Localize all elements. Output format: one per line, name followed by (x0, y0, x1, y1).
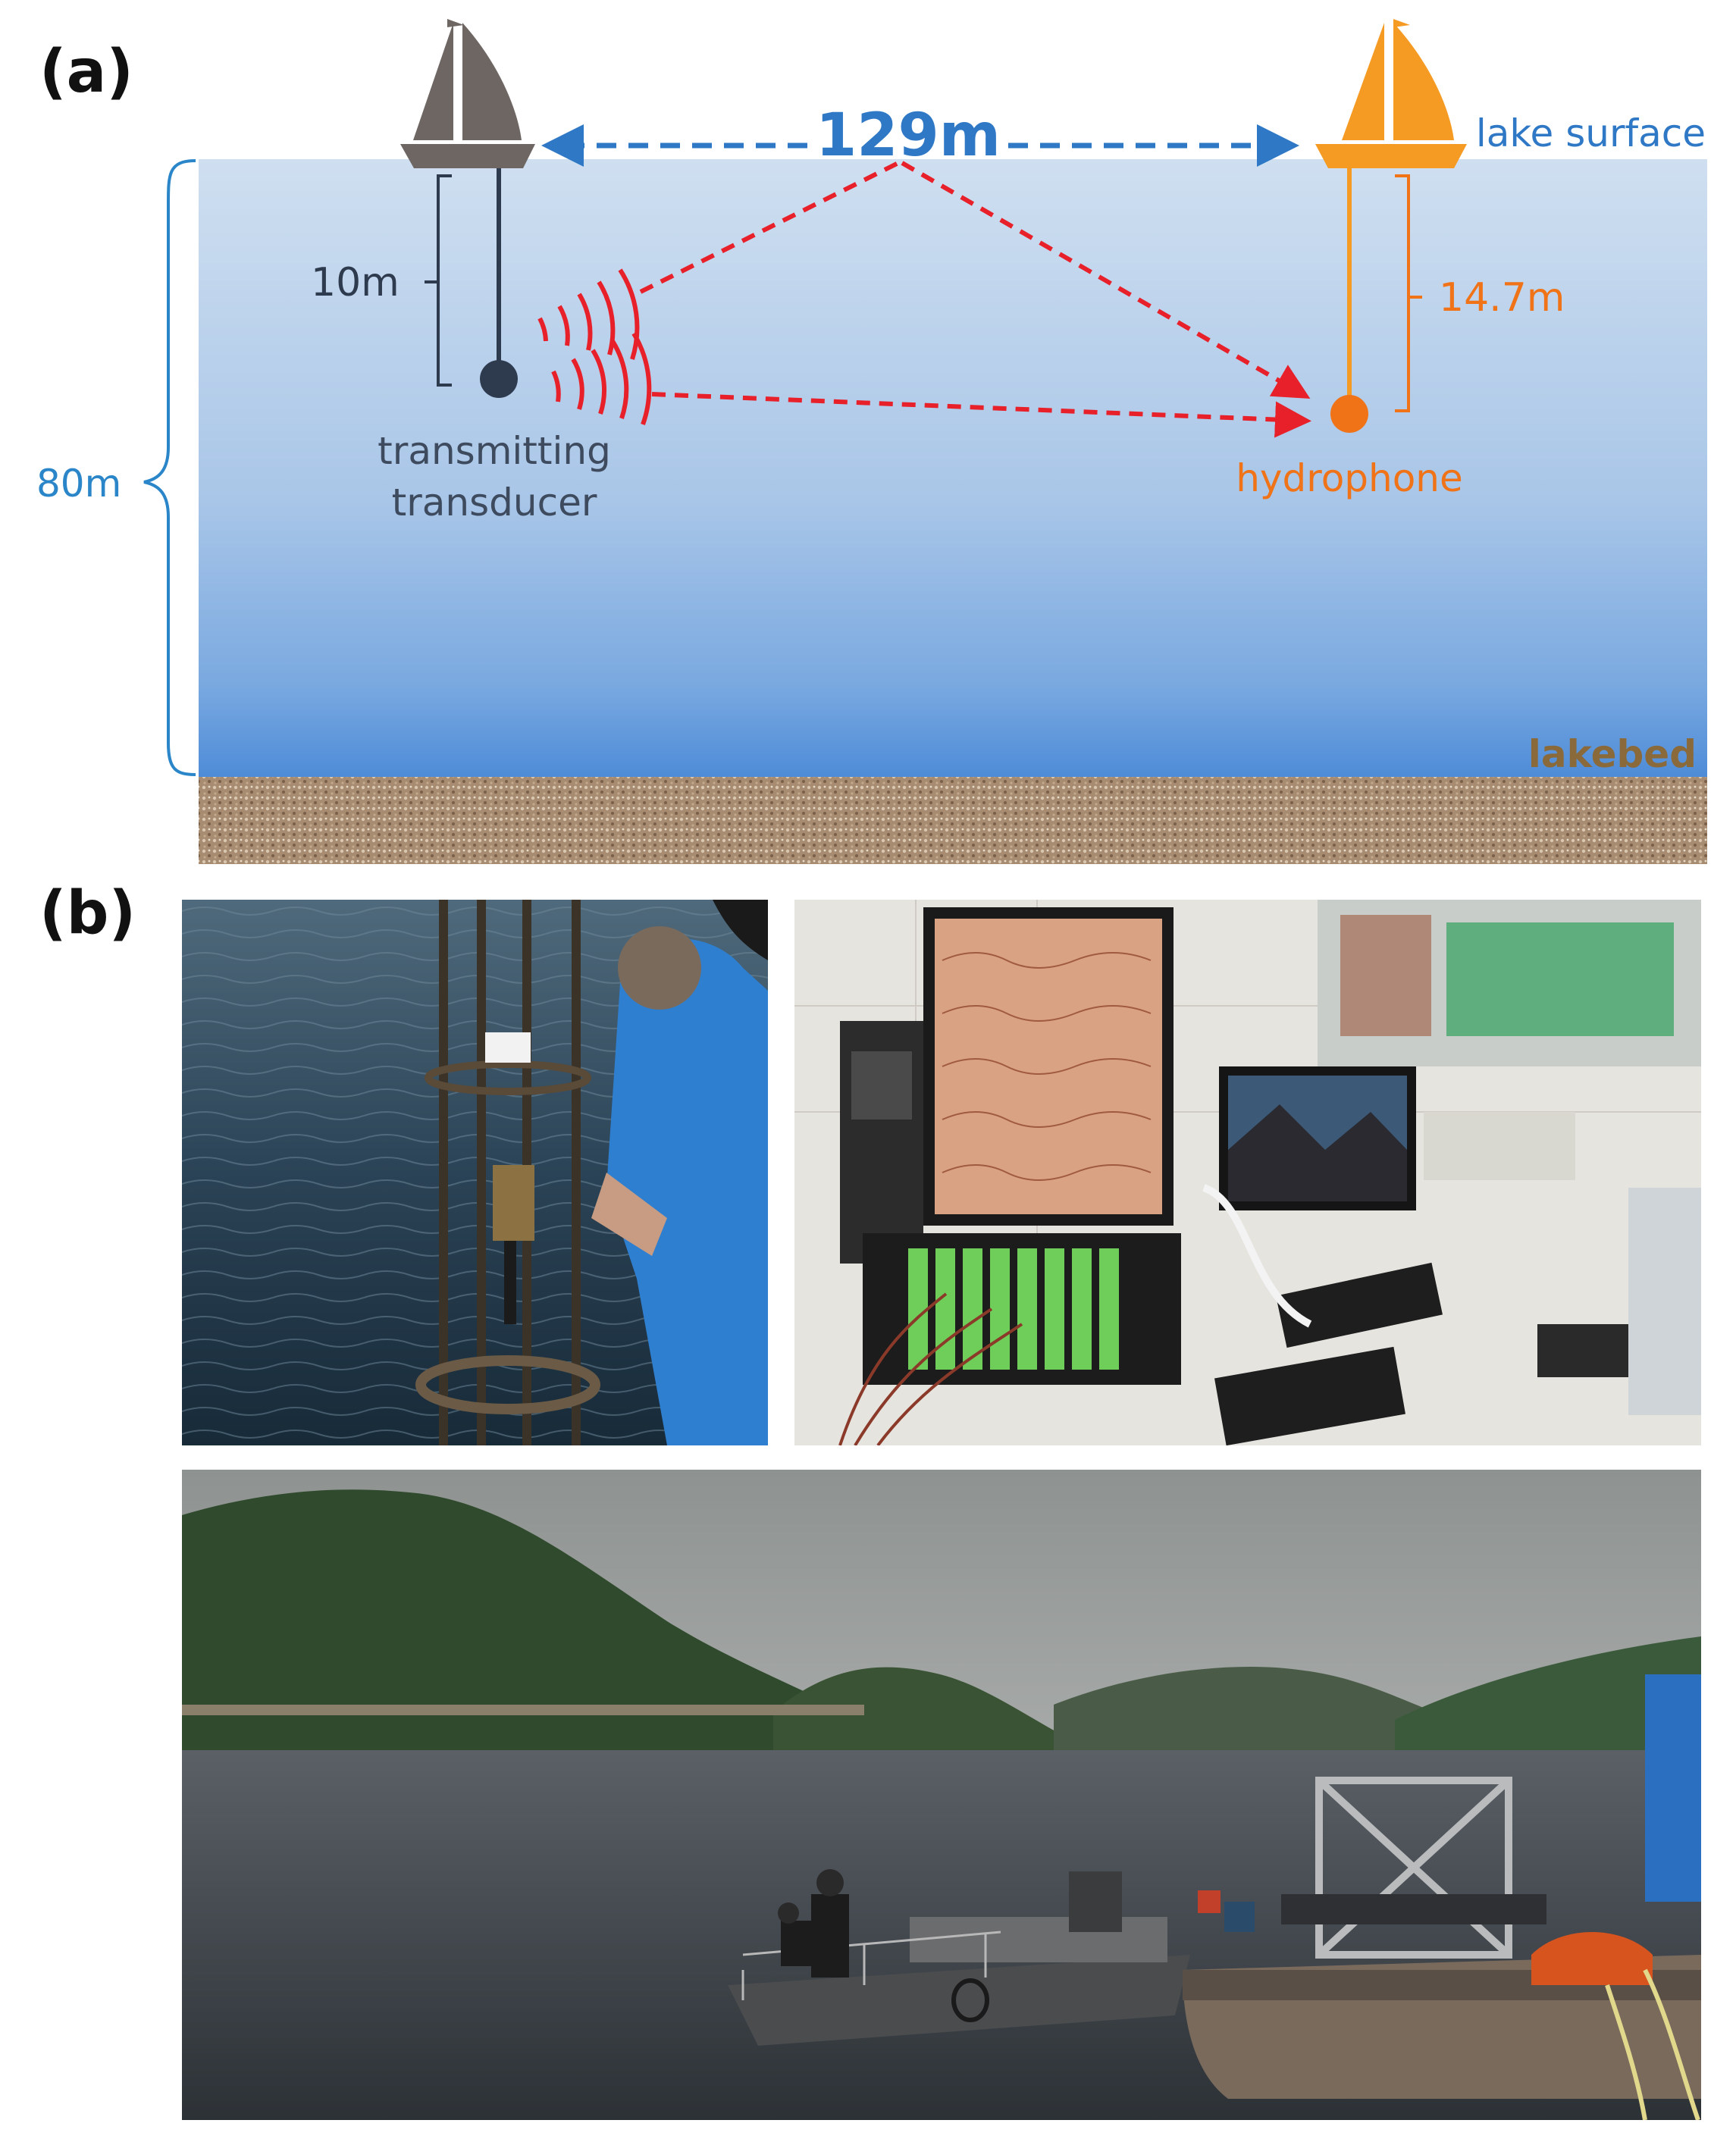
transducer-label-line2: transducer (392, 481, 597, 525)
transmitting-boat-icon (400, 19, 535, 168)
lakebed-sediment (199, 777, 1707, 864)
transducer-depth-bracket (425, 174, 452, 387)
panel-label-a: (a) (39, 38, 133, 106)
direct-path (651, 392, 1311, 438)
acquisition-photo (794, 900, 1701, 1445)
site-photo (182, 1470, 1701, 2120)
transducer-depth-label: 10m (311, 260, 400, 305)
hydrophone-depth-label: 14.7m (1439, 275, 1565, 321)
surface-label: lake surface (1476, 111, 1706, 155)
lakebed-label: lakebed (1528, 732, 1697, 776)
receiving-boat-icon (1315, 19, 1467, 168)
distance-label: 129m (816, 102, 1001, 170)
surface-reflection-path-out (901, 161, 1311, 399)
transducer-icon (480, 360, 518, 398)
hydrophone-depth-bracket (1395, 174, 1422, 412)
depth-label: 80m (36, 462, 121, 506)
panel-label-b: (b) (39, 879, 136, 947)
surface-reflection-path-in (639, 161, 900, 294)
deployment-photo (182, 900, 768, 1445)
lake-water (199, 159, 1707, 777)
experiment-diagram: 80m lake surface lakebed 10m transmittin… (36, 19, 1707, 864)
transducer-label-line1: transmitting (378, 429, 611, 473)
sound-wave-icon (537, 268, 652, 426)
depth-brace (143, 159, 196, 776)
hydrophone-label: hydrophone (1236, 456, 1463, 500)
hydrophone-icon (1330, 395, 1368, 433)
